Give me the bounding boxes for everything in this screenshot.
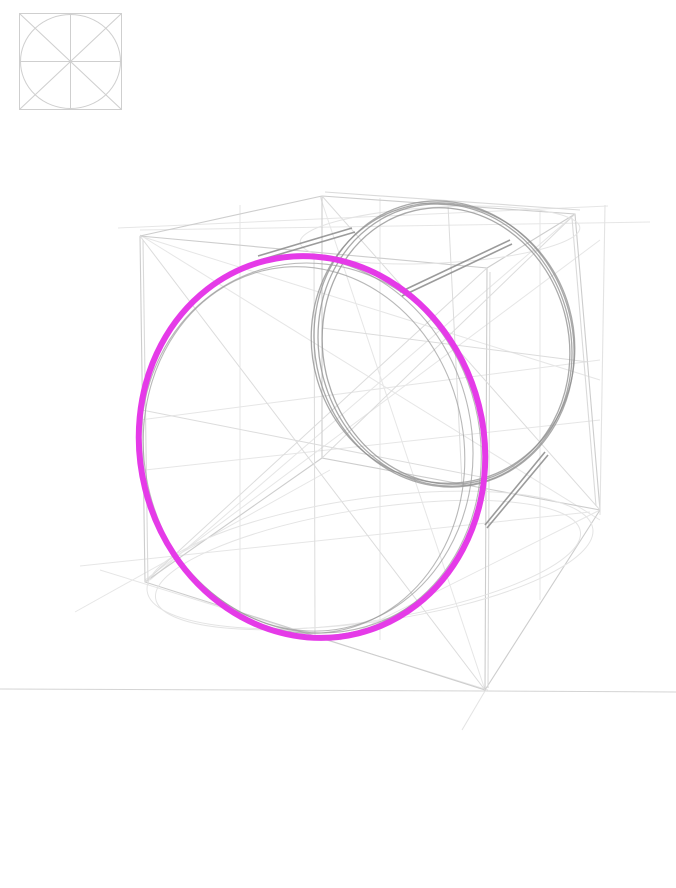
cube-edge-top-left: [139, 195, 323, 237]
highlighted-front-ellipse: [135, 253, 489, 641]
cube-construction-box: [139, 191, 606, 691]
cube-edge-bottom-right: [484, 509, 601, 691]
horizon-lines: [0, 688, 676, 731]
ground-ellipse-guides: [146, 205, 594, 631]
cube-edge-bottom-left: [144, 457, 323, 583]
cube-edge-top-right: [486, 213, 576, 269]
cylinder-tangent-lines: [257, 227, 549, 529]
reference-square-circle-icon: [19, 13, 122, 110]
